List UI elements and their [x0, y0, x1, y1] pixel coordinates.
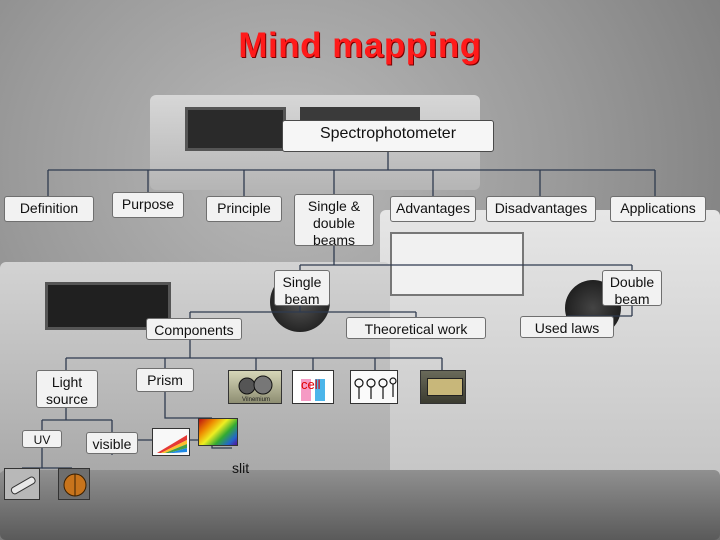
detector-image: Vilnemium: [228, 370, 282, 404]
node-theoretical-work: Theoretical work: [346, 317, 486, 339]
spectrum-prism-image: [152, 428, 190, 456]
cell-label: cell: [301, 377, 321, 392]
page-title: Mind mapping: [238, 26, 482, 65]
slit-label: slit: [232, 460, 250, 476]
device-meter: [390, 232, 524, 296]
theory-sketch-image: [350, 370, 398, 404]
root-node-spectrophotometer: Spectrophotometer: [282, 120, 494, 152]
detector-icon: Vilnemium: [238, 375, 273, 403]
lamp-tube-icon: [10, 476, 36, 495]
node-single-beam: Single beam: [274, 270, 330, 307]
branch-disadvantages: Disadvantages: [486, 196, 596, 222]
node-prism: Prism: [136, 368, 194, 392]
cuvette-pink-icon: [301, 379, 311, 401]
detector-caption: Vilnemium: [242, 397, 270, 403]
device-base-shadow: [0, 470, 720, 540]
branch-advantages: Advantages: [390, 196, 476, 222]
node-light-source: Light source: [36, 370, 98, 408]
branch-single-double-beams: Single & double beams: [294, 194, 374, 248]
cuvette-blue-icon: [315, 379, 325, 401]
uv-lamp-image: [4, 468, 40, 500]
visible-spectrum-image: [198, 418, 238, 446]
bulb-icon: [63, 473, 87, 497]
instrument-image: [420, 370, 466, 404]
people-sketch-icon: [354, 377, 397, 399]
visible-lamp-image: [58, 468, 90, 500]
device-display: [185, 107, 286, 151]
branch-purpose: Purpose: [112, 192, 184, 218]
spectrophotometer-photo-left: [0, 262, 390, 477]
node-double-beam: Double beam: [602, 270, 662, 307]
node-visible: visible: [86, 432, 138, 454]
instrument-panel-icon: [427, 378, 463, 396]
branch-principle: Principle: [206, 196, 282, 222]
node-used-laws: Used laws: [520, 316, 614, 338]
branch-applications: Applications: [610, 196, 706, 222]
branch-definition: Definition: [4, 196, 94, 222]
node-uv: UV: [22, 430, 62, 448]
rainbow-spectrum-icon: [157, 435, 187, 453]
cell-image: cell: [292, 370, 334, 404]
node-components: Components: [146, 318, 242, 340]
